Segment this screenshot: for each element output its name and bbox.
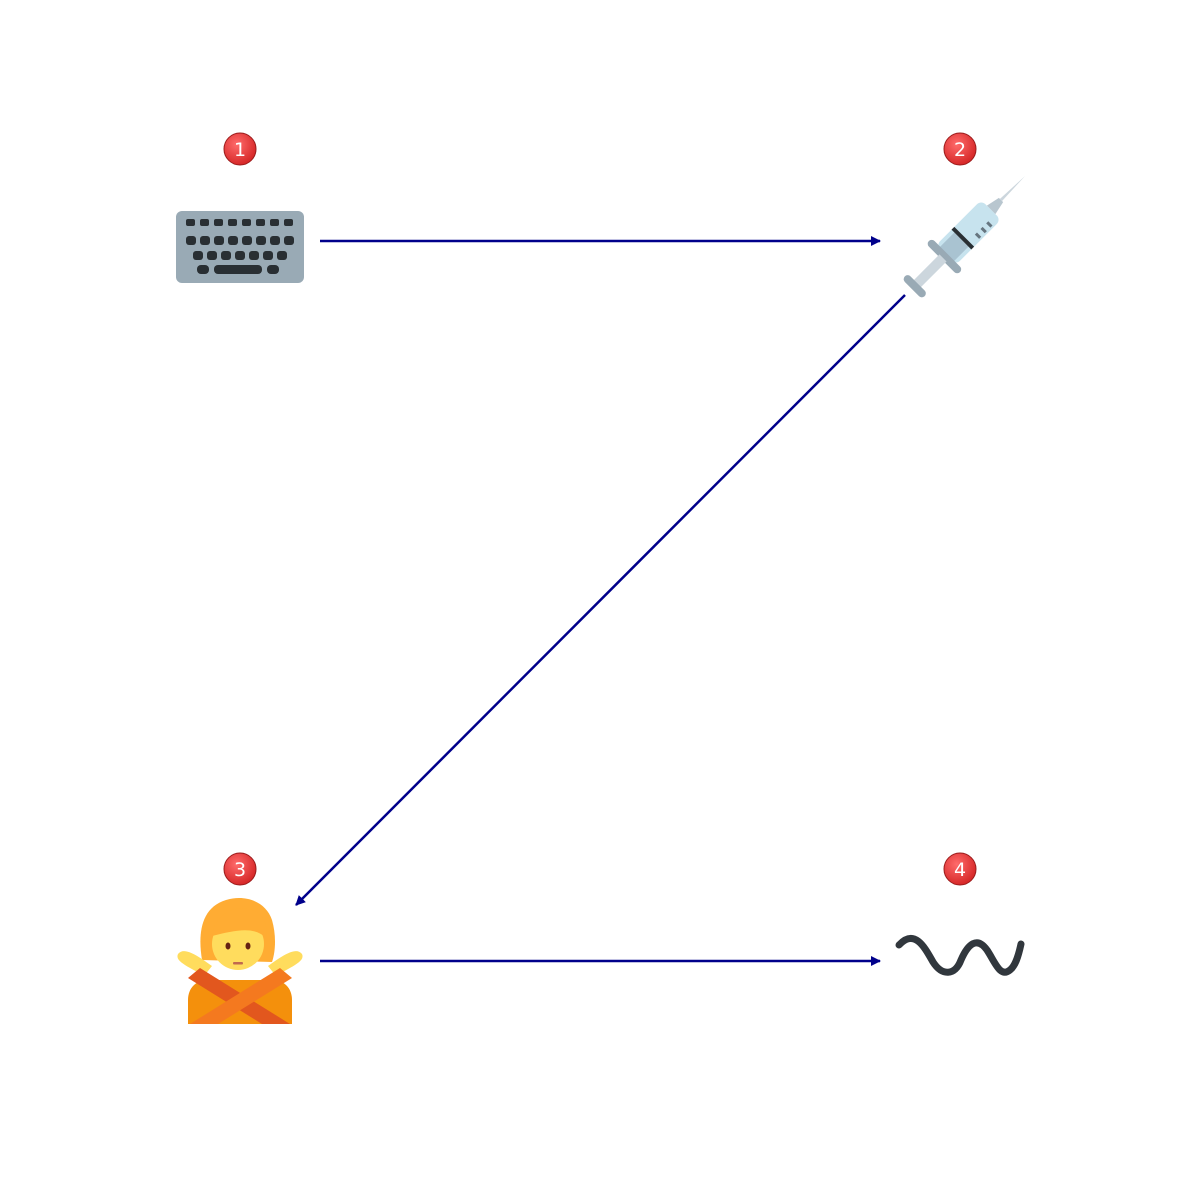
badge-2: 2 xyxy=(943,132,977,166)
node-4: 4 xyxy=(895,852,1025,976)
badge-3: 3 xyxy=(223,852,257,886)
node-2: 2 xyxy=(903,132,1026,298)
svg-text:1: 1 xyxy=(234,139,246,161)
svg-text:4: 4 xyxy=(954,859,966,881)
node-1: 1 xyxy=(176,132,304,283)
node-3: 3 xyxy=(177,852,303,1024)
syringe-icon xyxy=(903,175,1026,298)
keyboard-icon xyxy=(176,211,304,283)
person-gesturing-no-icon xyxy=(177,898,303,1024)
edge-2-to-3 xyxy=(295,294,906,906)
badge-1: 1 xyxy=(223,132,257,166)
badge-4: 4 xyxy=(943,852,977,886)
svg-text:3: 3 xyxy=(234,859,246,881)
svg-text:2: 2 xyxy=(954,139,966,161)
wavy-dash-icon xyxy=(895,935,1025,976)
